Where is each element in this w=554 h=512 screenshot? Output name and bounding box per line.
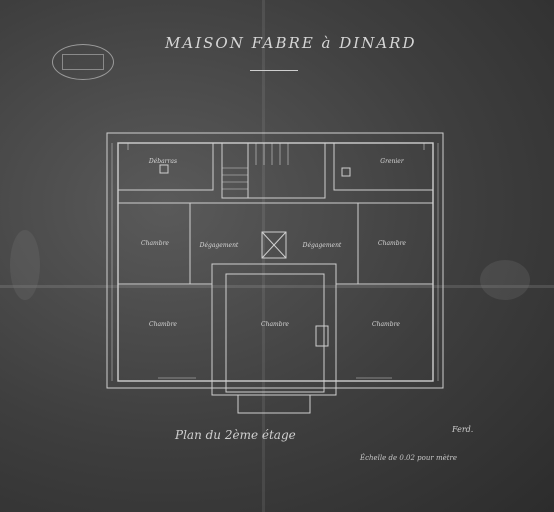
room-label: Chambre — [141, 240, 169, 247]
room-label: Chambre — [378, 240, 406, 247]
room-label: Débarras — [148, 158, 177, 165]
stair-well-cross — [261, 231, 287, 259]
room-label: Chambre — [372, 321, 400, 328]
room-bottom-center — [211, 263, 337, 396]
room-label: Dégagement — [302, 242, 342, 249]
outer-wall — [117, 142, 434, 382]
room-label: Dégagement — [199, 242, 239, 249]
window-marks — [127, 143, 425, 379]
chimney-marker — [159, 164, 169, 174]
signature: Ferd. — [452, 425, 474, 434]
plan-caption: Plan du 2ème étage — [175, 428, 296, 442]
document-title: MAISON FABRE à DINARD — [165, 34, 417, 52]
fireplace — [315, 325, 329, 347]
chimney-marker — [341, 167, 351, 177]
room-bottom-center-inner — [225, 273, 325, 393]
stair-well — [261, 231, 287, 259]
stair-block — [221, 142, 326, 199]
room-top-right — [333, 142, 434, 191]
horizontal-fold — [0, 285, 554, 288]
archive-stamp — [52, 44, 114, 80]
outer-frame — [106, 132, 444, 389]
balcony — [237, 394, 311, 414]
stair-steps — [222, 143, 289, 190]
paper-stain — [480, 260, 530, 300]
room-label: Grenier — [380, 158, 405, 165]
title-underline — [250, 70, 298, 71]
paper-stain — [10, 230, 40, 300]
room-label: Chambre — [261, 321, 289, 328]
room-label: Chambre — [149, 321, 177, 328]
archive-stamp-box — [62, 54, 104, 70]
scale-note: Échelle de 0.02 pour mètre — [360, 454, 458, 462]
room-top-left — [117, 142, 214, 191]
